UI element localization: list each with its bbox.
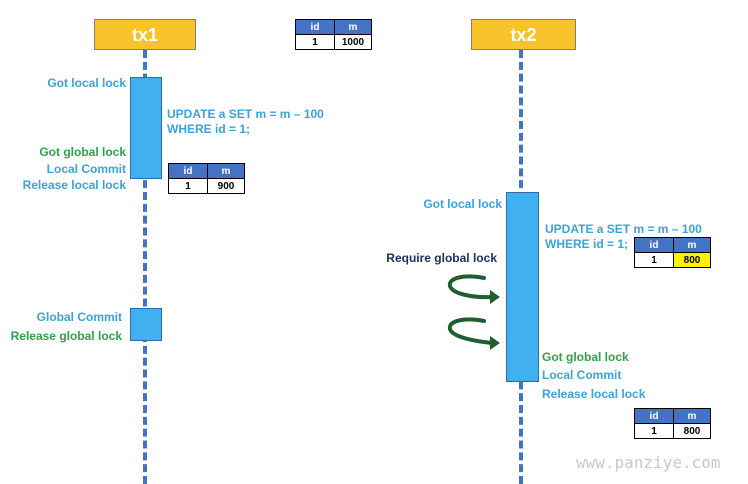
table-cell-id: 1 (168, 178, 208, 194)
tx2-require-global-lock: Require global lock (386, 251, 497, 265)
table-cell-id: 1 (295, 34, 335, 50)
tx1-release-global-lock: Release global lock (10, 329, 122, 343)
table-header-m: m (673, 408, 711, 424)
tx2-update-line1: UPDATE a SET m = m – 100 (545, 222, 702, 236)
table-header-m: m (207, 163, 245, 179)
tx2-activation-local (506, 192, 539, 382)
tx2-update-table: id m 1 800 (634, 237, 711, 268)
tx1-activation-global (130, 308, 162, 341)
tx1-update-line2: WHERE id = 1; (167, 122, 251, 136)
table-cell-id: 1 (634, 252, 674, 268)
tx2-title: tx2 (510, 25, 537, 45)
retry-loop-arrow-icon (447, 317, 500, 350)
tx2-update-line2: WHERE id = 1; (545, 237, 629, 251)
tx1-result-table: id m 1 900 (168, 163, 245, 194)
table-cell-id: 1 (634, 423, 674, 439)
tx1-title: tx1 (131, 25, 158, 45)
table-header-id: id (295, 19, 335, 35)
tx1-update-line1: UPDATE a SET m = m – 100 (167, 107, 324, 121)
tx2-local-commit: Local Commit (542, 368, 622, 382)
table-header-id: id (168, 163, 208, 179)
table-header-id: id (634, 408, 674, 424)
tx1-global-commit: Global Commit (36, 310, 122, 324)
tx1-got-global-lock: Got global lock (39, 145, 126, 159)
retry-loop-arrow-icon (447, 274, 500, 304)
table-header-m: m (334, 19, 372, 35)
table-cell-m-highlighted: 800 (673, 252, 711, 268)
table-cell-m: 800 (673, 423, 711, 439)
table-cell-m: 1000 (334, 34, 372, 50)
tx2-final-table: id m 1 800 (634, 408, 711, 439)
tx1-local-commit: Local Commit (46, 162, 126, 176)
tx2-release-local-lock: Release local lock (542, 387, 646, 401)
tx1-release-local-lock: Release local lock (22, 178, 126, 192)
table-header-id: id (634, 237, 674, 253)
initial-table: id m 1 1000 (295, 19, 372, 50)
tx1-lifeline (143, 50, 147, 484)
tx2-got-local-lock: Got local lock (423, 197, 502, 211)
tx1-got-local-lock: Got local lock (47, 76, 126, 90)
tx1-activation-local (130, 77, 162, 179)
table-cell-m: 900 (207, 178, 245, 194)
watermark: www.panziye.com (576, 453, 721, 472)
tx1-box: tx1 (94, 19, 196, 50)
table-header-m: m (673, 237, 711, 253)
tx2-box: tx2 (471, 19, 576, 50)
tx2-got-global-lock: Got global lock (542, 350, 629, 364)
